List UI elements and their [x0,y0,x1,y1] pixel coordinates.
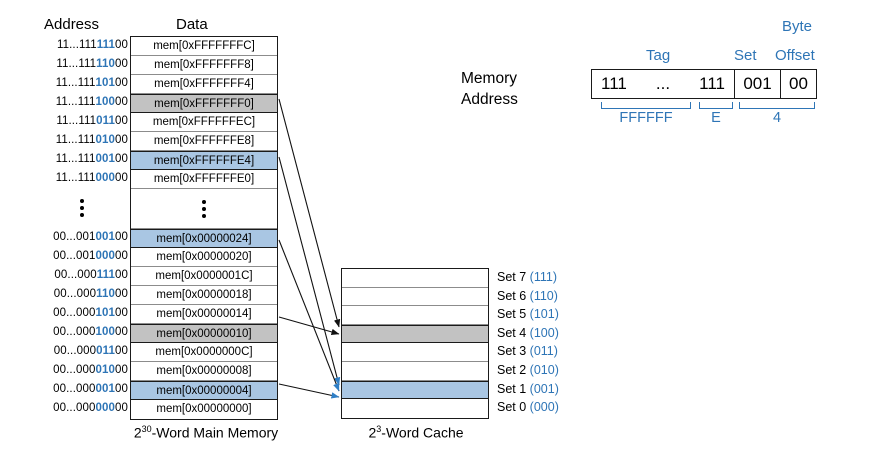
set-field-label: Set [734,47,757,64]
cache-set-row [342,343,488,362]
memory-address-bit-fields: 111 ... 111 001 00 [591,69,817,99]
memory-data-row: mem[0xFFFFFFFC] [131,37,277,56]
cache-set-label: Set 6 (110) [497,288,558,303]
tag-hex-brace [601,102,691,109]
memory-data-row: mem[0xFFFFFFF4] [131,75,277,94]
cache-set-label: Set 1 (001) [497,381,559,396]
address-ellipsis [36,188,128,228]
cache-set-label: Set 2 (010) [497,362,559,377]
memory-data-row: mem[0x00000008] [131,362,277,381]
cache-set-row [342,380,488,400]
memory-address-label-row: 11...11100100 [55,153,128,165]
cache-set-label: Set 3 (011) [497,344,558,359]
cache-set-label: Set 5 (101) [497,307,559,322]
cache-caption-base: 2 [368,424,377,441]
main-memory-table: mem[0xFFFFFFFC]mem[0xFFFFFFF8]mem[0xFFFF… [130,36,278,420]
offset-hex-caption: 4 [772,110,782,126]
tag-field: 111 ... 111 [592,70,734,98]
cache-table [341,268,489,419]
main-memory-caption-text: -Word Main Memory [151,424,279,441]
cache-set-row [342,361,488,381]
memory-address-label-line2: Address [461,91,518,108]
memory-data-row: mem[0xFFFFFFF8] [131,56,277,75]
memory-data-row: mem[0x0000000C] [131,343,277,362]
memory-address-label-row: 11...11111000 [56,58,128,70]
memory-address-column: 11...11111100 11...11111000 11...11110100 1… [36,36,128,418]
memory-address-label-row: 11...11111100 [56,39,128,51]
memory-address-label-row: 11...11110000 [55,96,128,108]
cache-set-row [342,399,488,418]
memory-address-label-row: 00...00000000 [53,402,128,414]
memory-data-row: mem[0x00000018] [131,286,277,305]
cache-set-labels: Set 7 (111) Set 6 (110) Set 5 (101) Set 4 (… [497,268,607,417]
offset-field-label: Offset [775,47,815,64]
byte-offset-field: 00 [780,70,816,98]
main-memory-caption-base: 2 [133,424,142,441]
set-field: 001 [734,70,780,98]
memory-address-label-row: 00...00000100 [53,383,128,395]
memory-address-label-line1: Memory [461,70,517,87]
memory-address-label-row: 00...00100100 [53,231,128,243]
cache-set-label: Set 7 (111) [497,270,557,284]
memory-address-label-row: 11...11101000 [55,134,128,146]
memory-data-row: mem[0xFFFFFFE8] [131,132,277,151]
memory-data-row: mem[0x00000020] [131,248,277,267]
set-hex-caption: E [711,110,721,126]
tag-field-label: Tag [646,47,671,64]
tag-bits-left: 111 [601,74,627,93]
memory-data-row: mem[0xFFFFFFF0] [131,94,277,113]
memory-address-label: Memory Address [461,68,518,110]
memory-data-row: mem[0x00000004] [131,381,277,400]
memory-data-row: mem[0x00000024] [131,229,277,248]
memory-data-row: mem[0x0000001C] [131,267,277,286]
memory-data-row: mem[0xFFFFFFEC] [131,113,277,132]
memory-address-label-row: 00...00100000 [53,250,128,262]
tag-bits-right: 111 [699,74,725,93]
memory-address-label-row: 00...00010000 [53,326,128,338]
cache-caption-text: -Word Cache [381,424,464,441]
memory-data-row: mem[0x00000014] [131,305,277,324]
cache-caption: 23-Word Cache [336,424,496,441]
memory-address-label-row: 11...11110100 [55,77,128,89]
memory-ellipsis-row [131,189,277,229]
data-column-header: Data [176,16,208,33]
memory-data-row: mem[0x00000010] [131,324,277,343]
memory-address-label-row: 00...00011100 [54,269,128,281]
memory-address-label-row: 11...11101100 [56,115,128,127]
main-memory-caption: 230-Word Main Memory [118,424,294,441]
cache-caption-exponent: 3 [376,424,382,434]
tag-hex-caption: FFFFFF [619,110,673,126]
memory-data-row: mem[0x00000000] [131,400,277,419]
memory-address-label-row: 00...00011000 [53,288,128,300]
address-column-header: Address [44,16,100,33]
cache-set-label: Set 4 (100) [497,325,559,340]
byte-field-label: Byte [782,18,813,35]
memory-data-row: mem[0xFFFFFFE4] [131,151,277,170]
cache-set-row [342,269,488,288]
main-memory-caption-exponent: 30 [141,424,152,434]
memory-address-label-row: 11...11100000 [55,172,128,184]
cache-set-row [342,287,488,307]
set-hex-brace [699,102,733,109]
offset-hex-brace [739,102,815,109]
tag-bits-ellipsis: ... [655,74,671,93]
memory-data-row: mem[0xFFFFFFE0] [131,170,277,189]
cache-set-row [342,306,488,325]
cache-set-row [342,324,488,344]
memory-address-label-row: 00...00001100 [53,345,128,357]
cache-set-label: Set 0 (000) [497,400,559,415]
memory-address-label-row: 00...00001000 [53,364,128,376]
memory-address-label-row: 00...00010100 [53,307,128,319]
